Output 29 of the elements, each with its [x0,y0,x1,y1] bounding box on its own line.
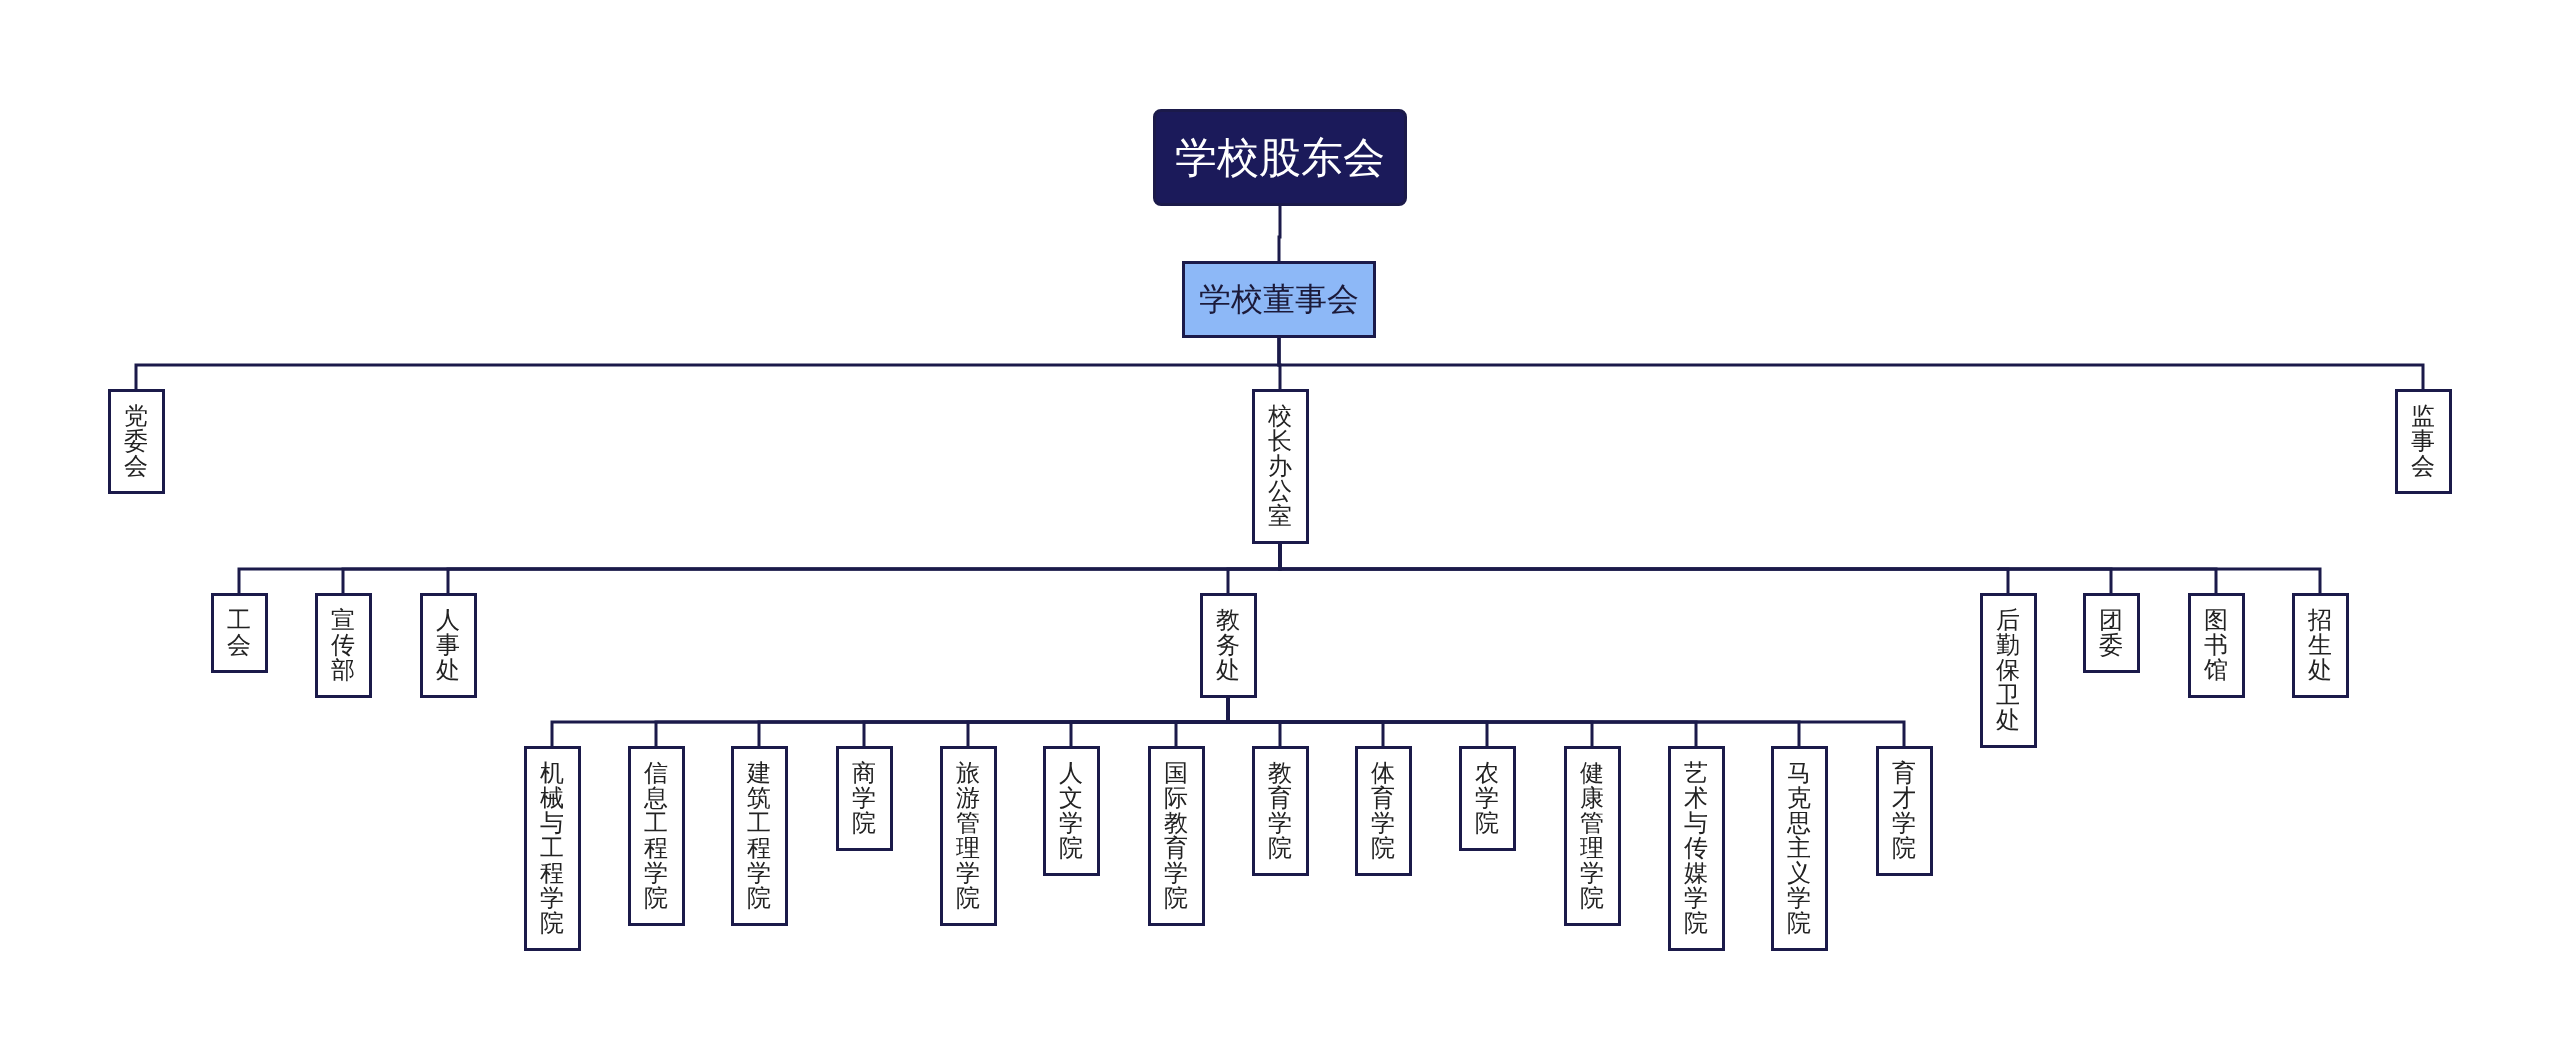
org-box: 艺术与传媒学院 [1667,746,1725,951]
root-box: 学校股东会 [1153,109,1407,206]
org-box: 旅游管理学院 [939,746,997,926]
org-box: 体育学院 [1354,746,1412,876]
org-box: 信息工程学院 [627,746,685,926]
org-box: 马克思主义学院 [1770,746,1828,951]
org-box: 人事处 [419,593,477,698]
org-box: 工会 [210,593,268,673]
org-box: 后勤保卫处 [1979,593,2037,748]
org-box: 教务处 [1199,593,1257,698]
org-box: 建筑工程学院 [730,746,788,926]
org-box: 教育学院 [1251,746,1309,876]
org-box: 商学院 [835,746,893,851]
org-box: 团委 [2082,593,2140,673]
org-box: 机械与工程学院 [523,746,581,951]
org-box: 党委会 [107,389,165,494]
org-box: 人文学院 [1042,746,1100,876]
org-box: 健康管理学院 [1563,746,1621,926]
org-box: 国际教育学院 [1147,746,1205,926]
org-box: 校长办公室 [1251,389,1309,544]
org-box: 监事会 [2394,389,2452,494]
org-box: 宣传部 [314,593,372,698]
connector-line [1277,206,1282,261]
board-box: 学校董事会 [1182,261,1376,338]
connector-line [1277,338,2425,389]
org-box: 图书馆 [2187,593,2245,698]
org-box: 招生处 [2291,593,2349,698]
org-box: 农学院 [1458,746,1516,851]
org-box: 育才学院 [1875,746,1933,876]
